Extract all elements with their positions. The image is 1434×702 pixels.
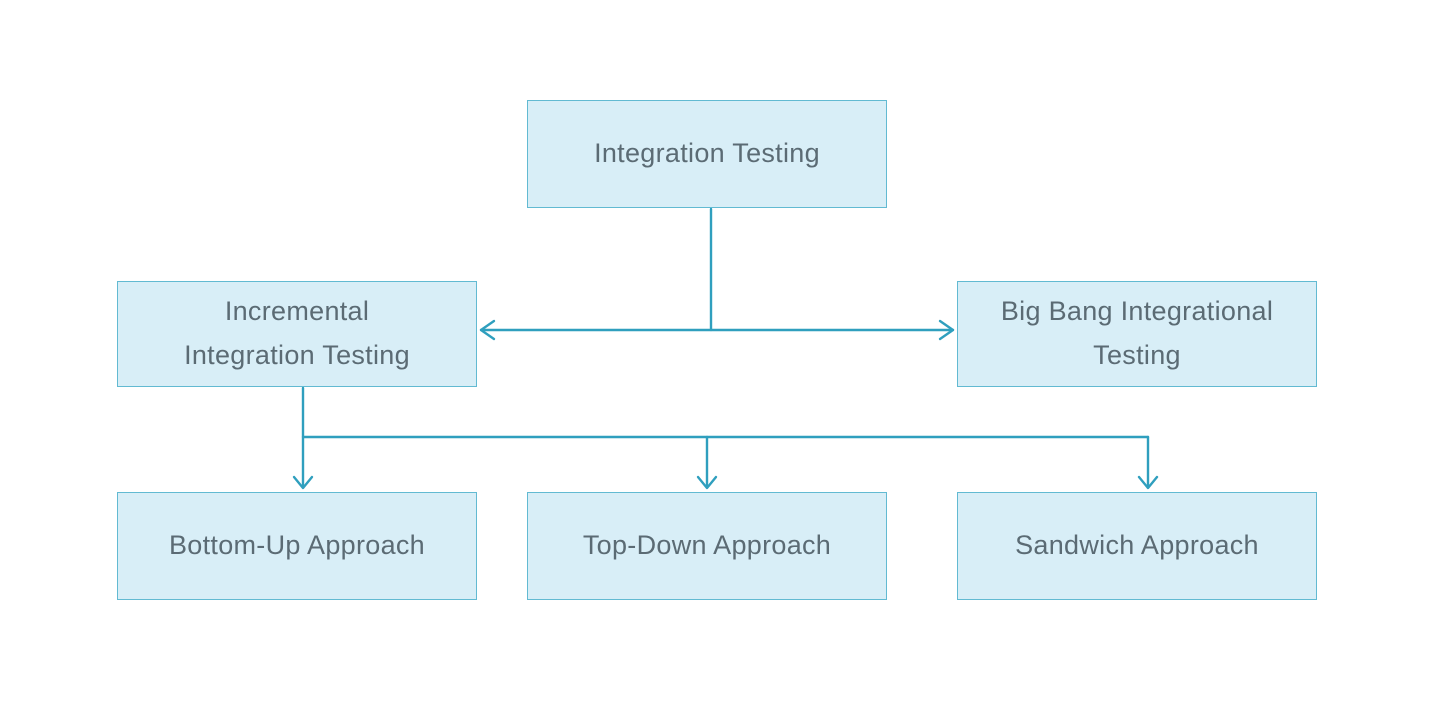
node-label-line2: Testing: [1093, 340, 1181, 370]
node-bottom-up-approach: Bottom-Up Approach: [117, 492, 477, 600]
arrowhead-left-icon: [479, 319, 496, 341]
node-label: Bottom-Up Approach: [168, 530, 426, 561]
node-top-down-approach: Top-Down Approach: [527, 492, 887, 600]
node-label: Top-Down Approach: [582, 530, 832, 561]
node-label: Integration Testing: [594, 138, 820, 169]
node-sandwich-approach: Sandwich Approach: [957, 492, 1317, 600]
arrowhead-down-icon: [292, 475, 314, 490]
node-label-line1: Big Bang Integrational: [1000, 296, 1274, 327]
connector-incremental-to-level3: [292, 386, 1159, 490]
node-integration-testing: Integration Testing: [527, 100, 887, 208]
node-big-bang-integrational-testing: Big Bang Integrational Testing: [957, 281, 1317, 387]
node-label-line1: Incremental: [224, 296, 370, 327]
node-label-line2: Integration Testing: [184, 340, 410, 370]
node-incremental-integration-testing: Incremental Integration Testing: [117, 281, 477, 387]
connector-root-to-level2: [479, 207, 955, 341]
node-label: Sandwich Approach: [1015, 530, 1259, 561]
arrowhead-down-icon: [1137, 475, 1159, 490]
arrowhead-down-icon: [696, 475, 718, 490]
arrowhead-right-icon: [938, 319, 955, 341]
